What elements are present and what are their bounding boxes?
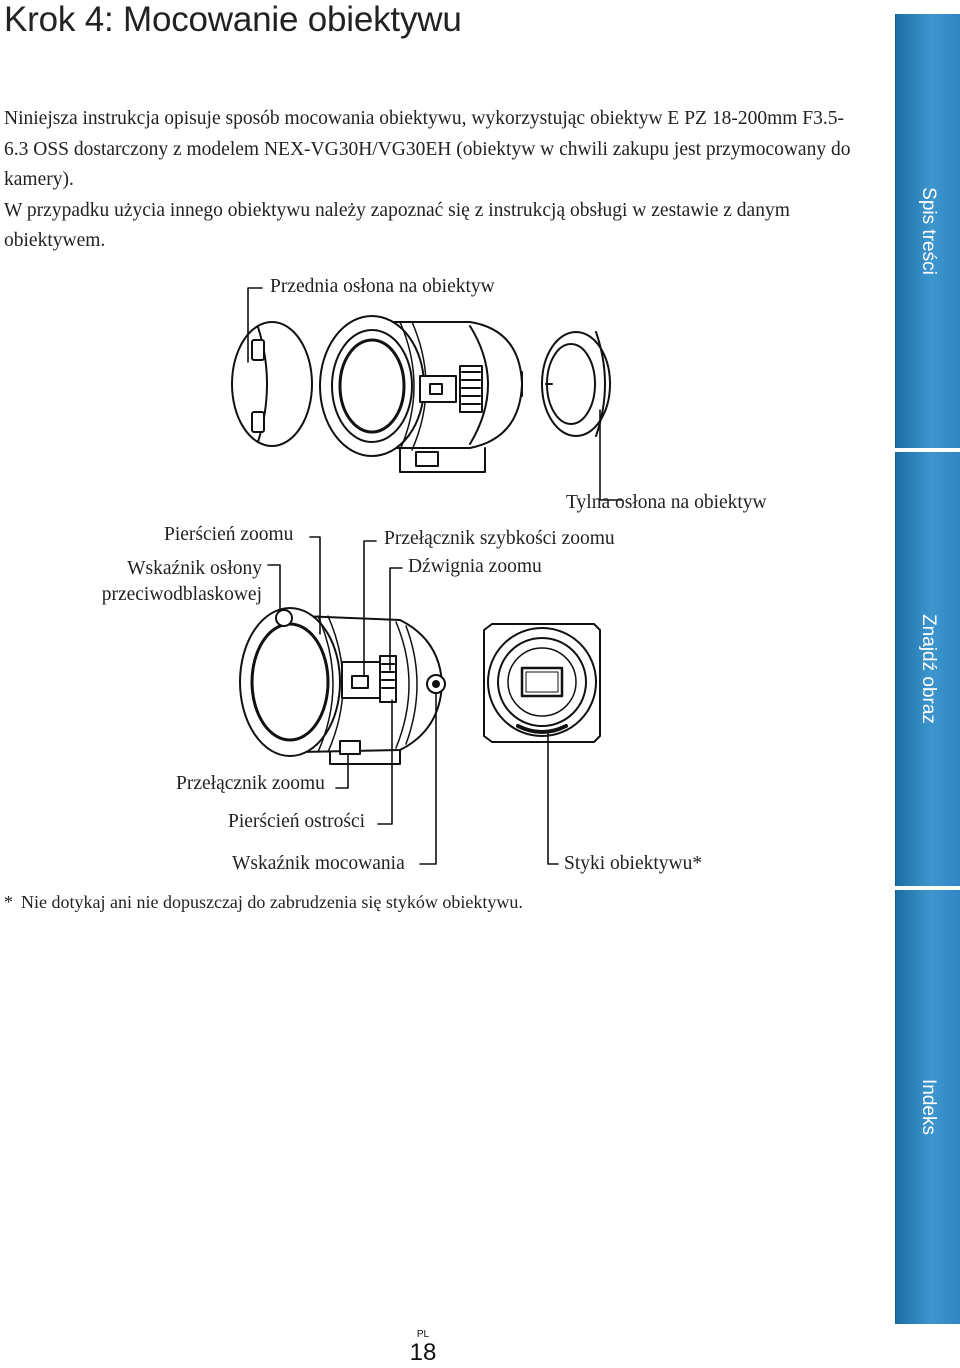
rear-lens-drawing	[239, 607, 446, 765]
page-title: Krok 4: Mocowanie obiektywu	[4, 0, 462, 39]
label-zoom-switch: Przełącznik zoomu	[176, 773, 325, 794]
intro-paragraph-2: W przypadku użycia innego obiektywu nale…	[4, 199, 790, 252]
tab-divider	[896, 886, 960, 890]
page-lang: PL	[416, 1329, 430, 1340]
label-front-cap: Przednia osłona na obiektyw	[270, 276, 495, 297]
label-focus-ring: Pierścień ostrości	[228, 811, 366, 832]
label-hood-index: Wskaźnik osłony przeciwodblaskowej	[94, 556, 262, 608]
tab-index[interactable]: Indeks	[895, 890, 960, 1324]
callout-lines	[247, 287, 623, 865]
lens-illustration	[231, 287, 623, 865]
label-zoom-ring: Pierścień zoomu	[164, 524, 294, 545]
label-hood-index-line2: przeciwodblaskowej	[101, 584, 262, 605]
tab-divider	[896, 448, 960, 452]
rear-cap-drawing	[541, 331, 611, 437]
mount-view-drawing	[483, 623, 601, 743]
intro-text: Niniejsza instrukcja opisuje sposób moco…	[4, 104, 854, 257]
tab-table-of-contents[interactable]: Spis treści	[895, 14, 960, 448]
label-hood-index-line1: Wskaźnik osłony	[127, 558, 262, 579]
intro-paragraph-1: Niniejsza instrukcja opisuje sposób moco…	[4, 108, 851, 190]
label-mount-index: Wskaźnik mocowania	[232, 853, 405, 874]
footnote-marker: *	[4, 892, 13, 912]
page-number-value: 18	[409, 1339, 437, 1366]
label-rear-cap: Tylna osłona na obiektyw	[566, 492, 767, 513]
tab-find-image-label: Znajdź obraz	[918, 614, 939, 724]
label-zoom-lever: Dźwignia zoomu	[408, 556, 542, 577]
tab-find-image[interactable]: Znajdź obraz	[895, 452, 960, 886]
label-contacts: Styki obiektywu*	[564, 853, 703, 874]
front-lens-drawing	[319, 315, 523, 473]
tab-index-label: Indeks	[918, 1079, 939, 1135]
footnote: * Nie dotykaj ani nie dopuszczaj do zabru…	[4, 892, 523, 913]
front-cap-drawing	[231, 321, 313, 447]
footnote-text: Nie dotykaj ani nie dopuszczaj do zabrud…	[21, 892, 523, 912]
tab-table-of-contents-label: Spis treści	[918, 187, 939, 275]
label-zoom-speed-switch: Przełącznik szybkości zoomu	[384, 528, 615, 549]
page-number: PL 18	[398, 1330, 448, 1366]
